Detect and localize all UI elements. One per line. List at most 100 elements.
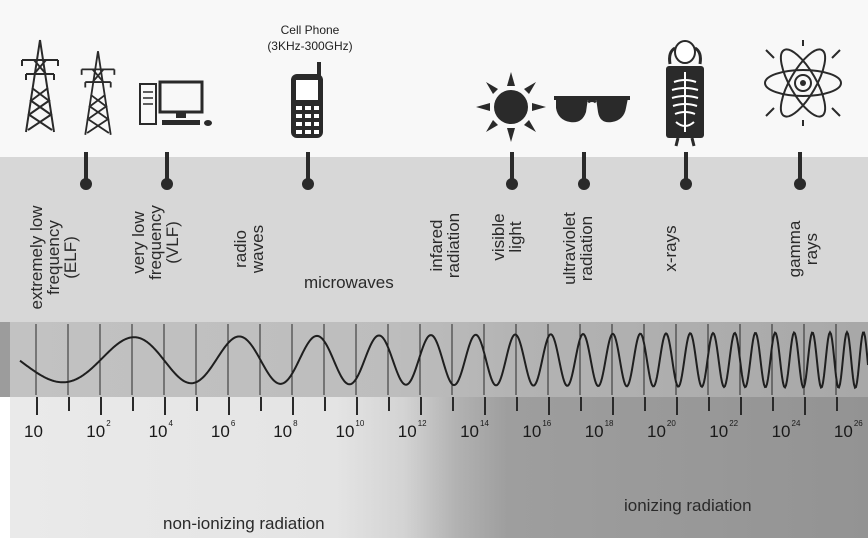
label-band	[0, 157, 868, 322]
scale-tick	[100, 397, 102, 415]
pin-stem	[798, 152, 802, 182]
label-vlf: very low frequency (VLF)	[129, 205, 182, 280]
electromagnetic-wave	[19, 329, 868, 390]
scale-tick	[356, 397, 358, 415]
scale-tick	[612, 397, 614, 415]
pin-dot	[80, 178, 92, 190]
scale-tick	[740, 397, 742, 415]
label-non-ionizing: non-ionizing radiation	[163, 514, 325, 533]
label-x-rays: x-rays	[661, 225, 680, 272]
scale-tick	[292, 397, 294, 415]
cell-phone-caption-line2: (3KHz-300GHz)	[267, 39, 353, 53]
scale-tick	[36, 397, 38, 415]
scale-tick	[772, 397, 774, 411]
scale-tick	[644, 397, 646, 411]
scale-base: 10	[86, 422, 106, 441]
scale-base: 10	[397, 422, 417, 441]
scale-tick	[260, 397, 262, 411]
scale-tick	[804, 397, 806, 415]
scale-tick	[580, 397, 582, 411]
scale-label: 1016	[522, 419, 552, 442]
label-ultraviolet: ultraviolet radiation	[560, 212, 596, 285]
label-infrared: infared radiation	[427, 212, 463, 279]
scale-label: 10	[24, 422, 43, 442]
scale-label: 1020	[647, 419, 676, 442]
scale-tick	[132, 397, 134, 411]
pin-dot	[506, 178, 518, 190]
desktop-computer-icon	[139, 80, 212, 126]
scale-exponent: 14	[480, 419, 489, 428]
x-ray-dog-icon	[666, 40, 704, 147]
scale-tick	[836, 397, 838, 411]
scale-exponent: 24	[791, 419, 801, 428]
pin-stem	[165, 152, 169, 182]
label-visible-light: visible light	[489, 213, 525, 261]
pin-dot	[794, 178, 806, 190]
scale-base: 10	[771, 422, 791, 441]
sun-icon	[476, 72, 546, 142]
pin-dot	[161, 178, 173, 190]
scale-exponent: 22	[729, 419, 739, 428]
pin-dot	[578, 178, 590, 190]
scale-tick	[708, 397, 710, 411]
scale-tick	[388, 397, 390, 411]
scale-tick	[68, 397, 70, 411]
cell-phone-icon	[291, 62, 323, 138]
scale-label: 102	[86, 419, 111, 442]
scale-label: 1022	[709, 419, 739, 442]
scale-exponent: 12	[417, 419, 427, 428]
power-tower-icon	[80, 51, 116, 135]
scale-base: 10	[709, 422, 729, 441]
icon-band	[0, 0, 868, 157]
label-microwaves: microwaves	[304, 273, 394, 292]
pin-stem	[306, 152, 310, 182]
scale-exponent: 16	[542, 419, 552, 428]
scale-label: 1024	[771, 419, 801, 442]
scale-tick	[484, 397, 486, 415]
scale-tick	[516, 397, 518, 411]
scale-exponent: 4	[168, 419, 173, 428]
scale-base: 10	[148, 422, 168, 441]
scale-tick	[676, 397, 678, 415]
wave-plot	[19, 324, 868, 395]
scale-tick	[420, 397, 422, 415]
scale-tick	[548, 397, 550, 415]
scale-exponent: 6	[230, 419, 236, 428]
radiation-type-band	[10, 397, 868, 538]
scale-tick	[228, 397, 230, 415]
scale-tick	[324, 397, 326, 411]
scale-base: 10	[273, 422, 293, 441]
cell-phone-caption: Cell Phone (3KHz-300GHz)	[250, 22, 370, 54]
scale-base: 10	[335, 422, 355, 441]
scale-tick	[452, 397, 454, 411]
power-tower-icon	[21, 39, 59, 133]
scale-label: 1018	[584, 419, 614, 442]
scale-tick	[196, 397, 198, 411]
wave-grid	[35, 324, 837, 395]
label-elf: extremely low frequency (ELF)	[27, 205, 80, 310]
label-gamma-rays: gamma rays	[785, 220, 821, 278]
scale-base: 10	[24, 422, 43, 441]
label-ionizing: ionizing radiation	[624, 496, 752, 515]
scale-base: 10	[833, 422, 853, 441]
scale-tick	[164, 397, 166, 415]
scale-exponent: 18	[604, 419, 614, 428]
pin-dot	[302, 178, 314, 190]
sunglasses-icon	[554, 96, 630, 123]
scale-exponent: 2	[106, 419, 111, 428]
scale-base: 10	[584, 422, 604, 441]
pin-stem	[684, 152, 688, 182]
scale-base: 10	[522, 422, 542, 441]
pin-stem	[510, 152, 514, 182]
atom-icon	[764, 40, 842, 126]
scale-label: 1010	[335, 419, 365, 442]
pin-dot	[680, 178, 692, 190]
scale-exponent: 26	[853, 419, 863, 428]
scale-label: 1012	[397, 419, 427, 442]
cell-phone-caption-line1: Cell Phone	[280, 23, 340, 37]
scale-label: 1026	[833, 419, 863, 442]
scale-label: 106	[211, 419, 236, 442]
scale-label: 104	[148, 419, 173, 442]
scale-base: 10	[647, 422, 666, 441]
